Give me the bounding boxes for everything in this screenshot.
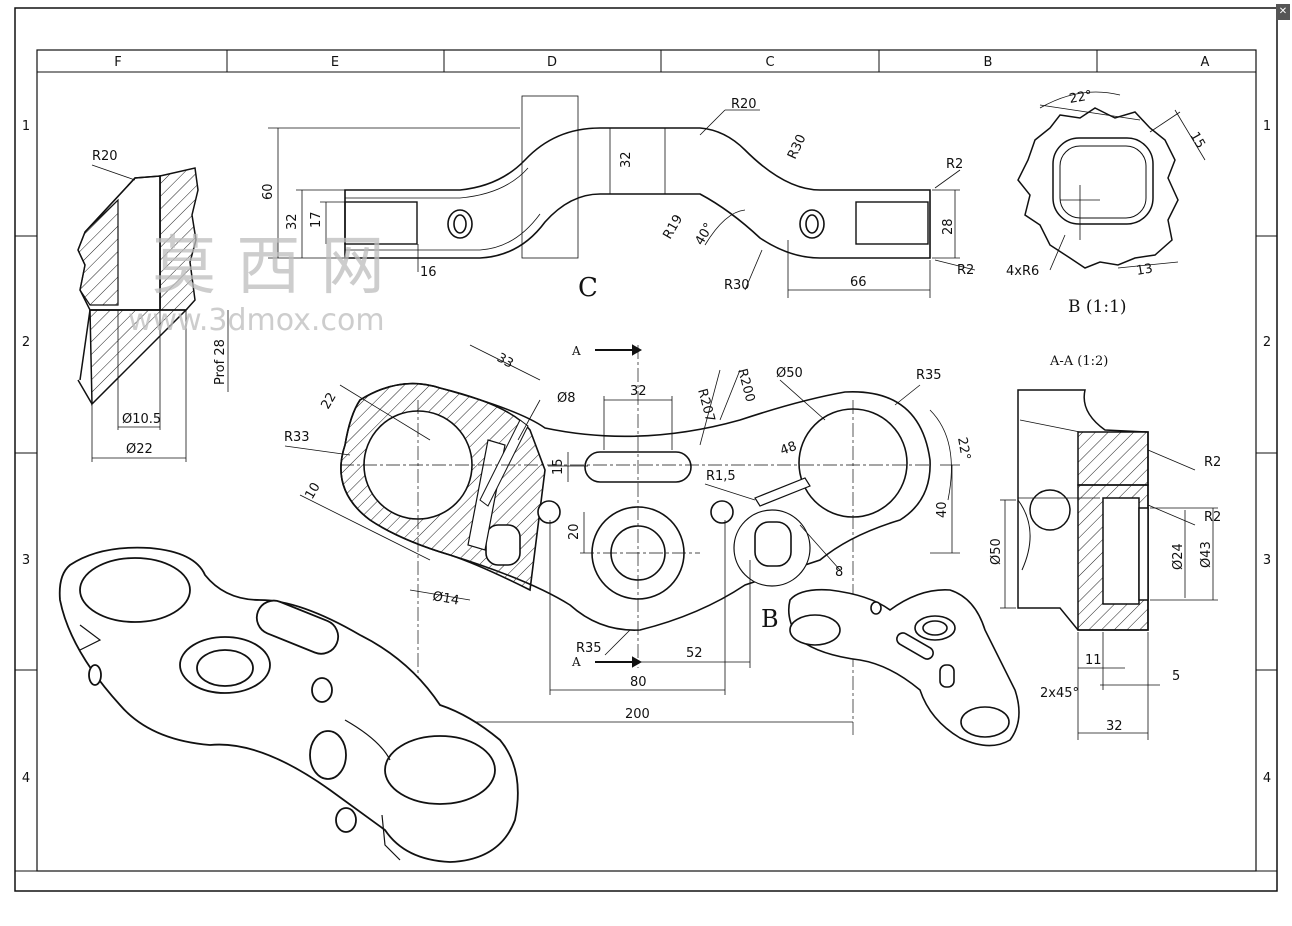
watermark-url: www.3dmox.com [128, 303, 385, 338]
dim-b-4xr6: 4xR6 [1006, 264, 1039, 279]
dim-main-80: 80 [630, 675, 647, 690]
dim-top-r19: R19 [660, 212, 686, 242]
dim-top-40deg: 40° [692, 221, 717, 248]
left-section-view [77, 164, 229, 462]
dim-top-17: 17 [309, 211, 324, 228]
dim-main-r200: R200 [734, 367, 757, 404]
zone-col-e: E [331, 55, 339, 70]
section-aa-title: A-A (1:2) [1049, 354, 1108, 369]
dim-left-r20: R20 [92, 149, 118, 164]
zone-col-d: D [547, 55, 557, 70]
detail-b-view [1017, 91, 1206, 271]
dim-aa-d24: Ø24 [1171, 543, 1186, 570]
dim-top-16: 16 [420, 265, 437, 280]
zone-column-labels: F E D C B A [114, 55, 1209, 70]
dim-main-d8: Ø8 [557, 391, 576, 406]
isometric-view-small [787, 588, 1020, 747]
dim-aa-11: 11 [1085, 653, 1102, 668]
dim-main-10: 10 [302, 480, 323, 502]
zone-row-4-right: 4 [1263, 771, 1271, 786]
watermark-chinese: 莫 西 网 [152, 230, 385, 304]
dim-top-32b: 32 [285, 213, 300, 230]
dim-main-48: 48 [778, 439, 799, 459]
zone-col-b: B [984, 55, 993, 70]
dim-main-8: 8 [835, 565, 843, 580]
detail-b-title: B (1:1) [1068, 297, 1127, 317]
zone-col-c: C [765, 55, 774, 70]
dim-aa-d43: Ø43 [1199, 541, 1214, 568]
dim-main-r35-bottom: R35 [576, 641, 602, 656]
dim-top-r20: R20 [731, 97, 757, 112]
dim-aa-chamfer: 2x45° [1040, 686, 1079, 701]
section-mark-top: A [571, 344, 581, 358]
zone-row-1-left: 1 [22, 119, 30, 134]
dim-top-r2-upper: R2 [946, 157, 963, 172]
zone-col-a: A [1201, 55, 1210, 70]
dim-top-28: 28 [941, 218, 956, 235]
zone-row-1-right: 1 [1263, 119, 1271, 134]
corner-expand-icon[interactable]: ✕ [1276, 4, 1290, 20]
dim-left-prof28: Prof 28 [213, 339, 228, 385]
dim-aa-d50: Ø50 [989, 538, 1004, 565]
drawing-frame [14, 7, 1278, 892]
dim-main-r1-5: R1,5 [706, 469, 736, 484]
dim-aa-r2-upper: R2 [1204, 455, 1221, 470]
dim-main-d50: Ø50 [776, 366, 803, 381]
dim-aa-32: 32 [1106, 719, 1123, 734]
dim-b-22deg: 22° [1068, 88, 1093, 107]
zone-row-2-right: 2 [1263, 335, 1271, 350]
dim-main-52: 52 [686, 646, 703, 661]
dim-aa-r2-lower: R2 [1204, 510, 1221, 525]
dim-main-22: 22 [318, 390, 339, 412]
isometric-view-large [58, 546, 519, 863]
dim-left-d10-5: Ø10.5 [122, 412, 161, 427]
zone-row-2-left: 2 [22, 335, 30, 350]
section-aa-view [1000, 389, 1218, 740]
dim-main-r35: R35 [916, 368, 942, 383]
dim-main-22deg: 22° [954, 436, 973, 461]
detail-b-label: B [761, 605, 779, 633]
dim-top-r30-upper: R30 [785, 132, 809, 162]
dim-main-d14: Ø14 [431, 589, 460, 608]
dim-main-40: 40 [935, 501, 950, 518]
dim-top-32: 32 [619, 151, 634, 168]
dim-main-32: 32 [630, 384, 647, 399]
dim-main-33: 33 [494, 350, 516, 371]
detail-c-label: C [578, 273, 598, 303]
dim-main-20: 20 [567, 523, 582, 540]
dim-top-66: 66 [850, 275, 867, 290]
dim-aa-5: 5 [1172, 669, 1180, 684]
dim-b-15: 15 [1187, 130, 1208, 152]
zone-col-f: F [114, 55, 121, 70]
top-view [268, 95, 976, 298]
dim-b-13: 13 [1135, 261, 1154, 279]
zone-row-3-left: 3 [22, 553, 30, 568]
dim-top-60: 60 [261, 183, 276, 200]
zone-row-4-left: 4 [22, 771, 30, 786]
dim-main-200: 200 [625, 707, 650, 722]
zone-row-3-right: 3 [1263, 553, 1271, 568]
dim-main-15: 15 [551, 458, 566, 475]
section-mark-bottom: A [571, 655, 581, 669]
zone-row-labels: 1 2 3 4 1 2 3 4 [22, 119, 1271, 786]
dim-top-r30-lower: R30 [724, 278, 750, 293]
dim-top-r2-lower: R2 [957, 263, 974, 278]
dim-left-d22: Ø22 [126, 442, 153, 457]
dim-main-r33: R33 [284, 430, 310, 445]
main-view [284, 344, 960, 735]
